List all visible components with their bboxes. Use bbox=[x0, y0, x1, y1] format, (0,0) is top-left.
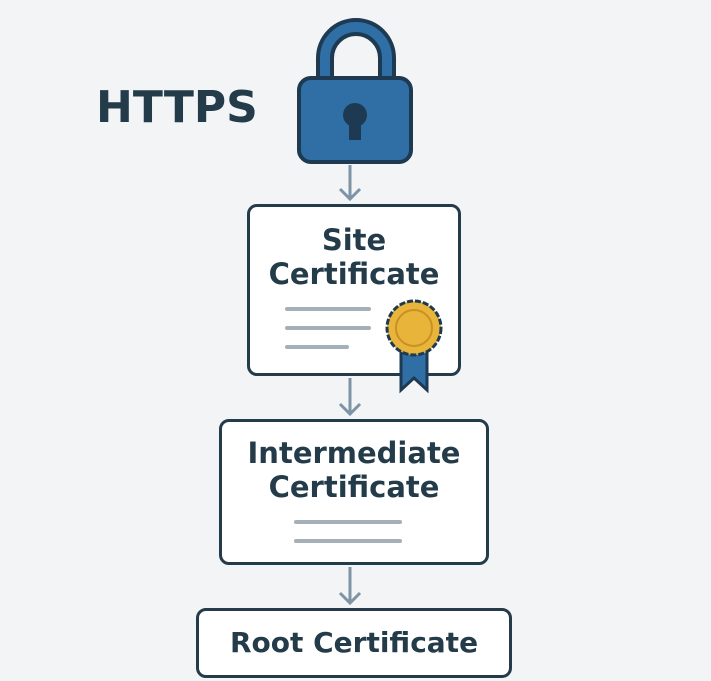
text-line bbox=[285, 345, 349, 349]
arrow-icon bbox=[338, 378, 362, 417]
text-line bbox=[294, 539, 402, 543]
arrow-icon bbox=[338, 165, 362, 202]
intermediate-certificate-line2: Certificate bbox=[268, 470, 440, 504]
https-title: HTTPS bbox=[96, 82, 258, 133]
text-line bbox=[294, 520, 402, 524]
intermediate-certificate-box: Intermediate Certificate bbox=[219, 419, 489, 565]
arrow-icon bbox=[338, 567, 362, 606]
seal-ribbon-icon bbox=[385, 299, 443, 394]
text-line bbox=[285, 326, 371, 330]
root-certificate-box: Root Certificate bbox=[196, 608, 512, 678]
intermediate-certificate-line1: Intermediate bbox=[247, 436, 461, 470]
site-certificate-line1: Site bbox=[321, 223, 387, 257]
root-certificate-label: Root Certificate bbox=[229, 626, 479, 659]
site-certificate-line2: Certificate bbox=[268, 257, 440, 291]
padlock-icon bbox=[297, 18, 413, 164]
text-line bbox=[285, 307, 371, 311]
